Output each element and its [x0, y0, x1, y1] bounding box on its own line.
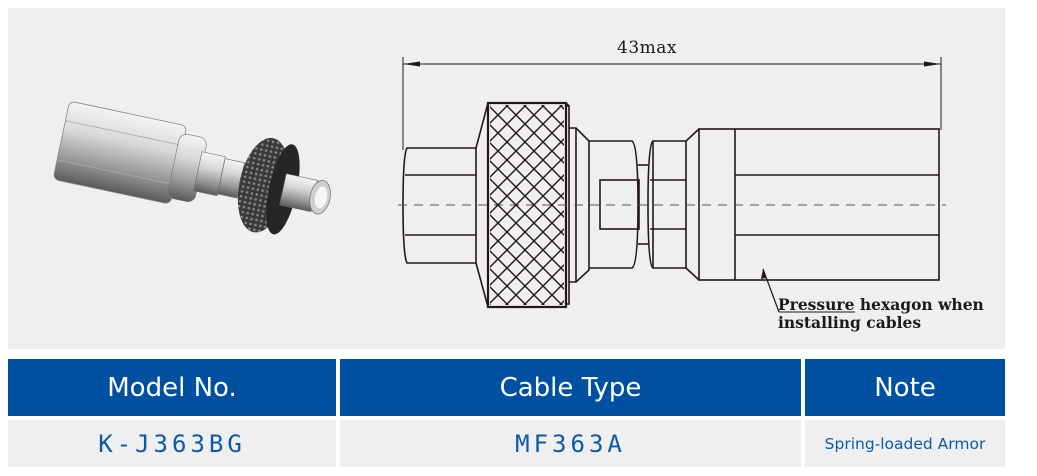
- header-note: Note: [805, 359, 1005, 416]
- table-header-row: Model No. Cable Type Note: [8, 359, 1005, 416]
- header-model-no: Model No.: [8, 359, 336, 416]
- technical-drawing: [398, 57, 946, 313]
- header-cable-type: Cable Type: [340, 359, 801, 416]
- cell-cable-type: MF363A: [340, 420, 801, 467]
- cell-note: Spring-loaded Armor: [805, 420, 1005, 467]
- cell-model-no: K-J363BG: [8, 420, 336, 467]
- connector-photo: [53, 101, 331, 235]
- dimension-label: 43max: [617, 38, 677, 58]
- table-row: K-J363BG MF363A Spring-loaded Armor: [8, 420, 1005, 467]
- callout-note: Pressure hexagon when installing cables: [778, 295, 984, 332]
